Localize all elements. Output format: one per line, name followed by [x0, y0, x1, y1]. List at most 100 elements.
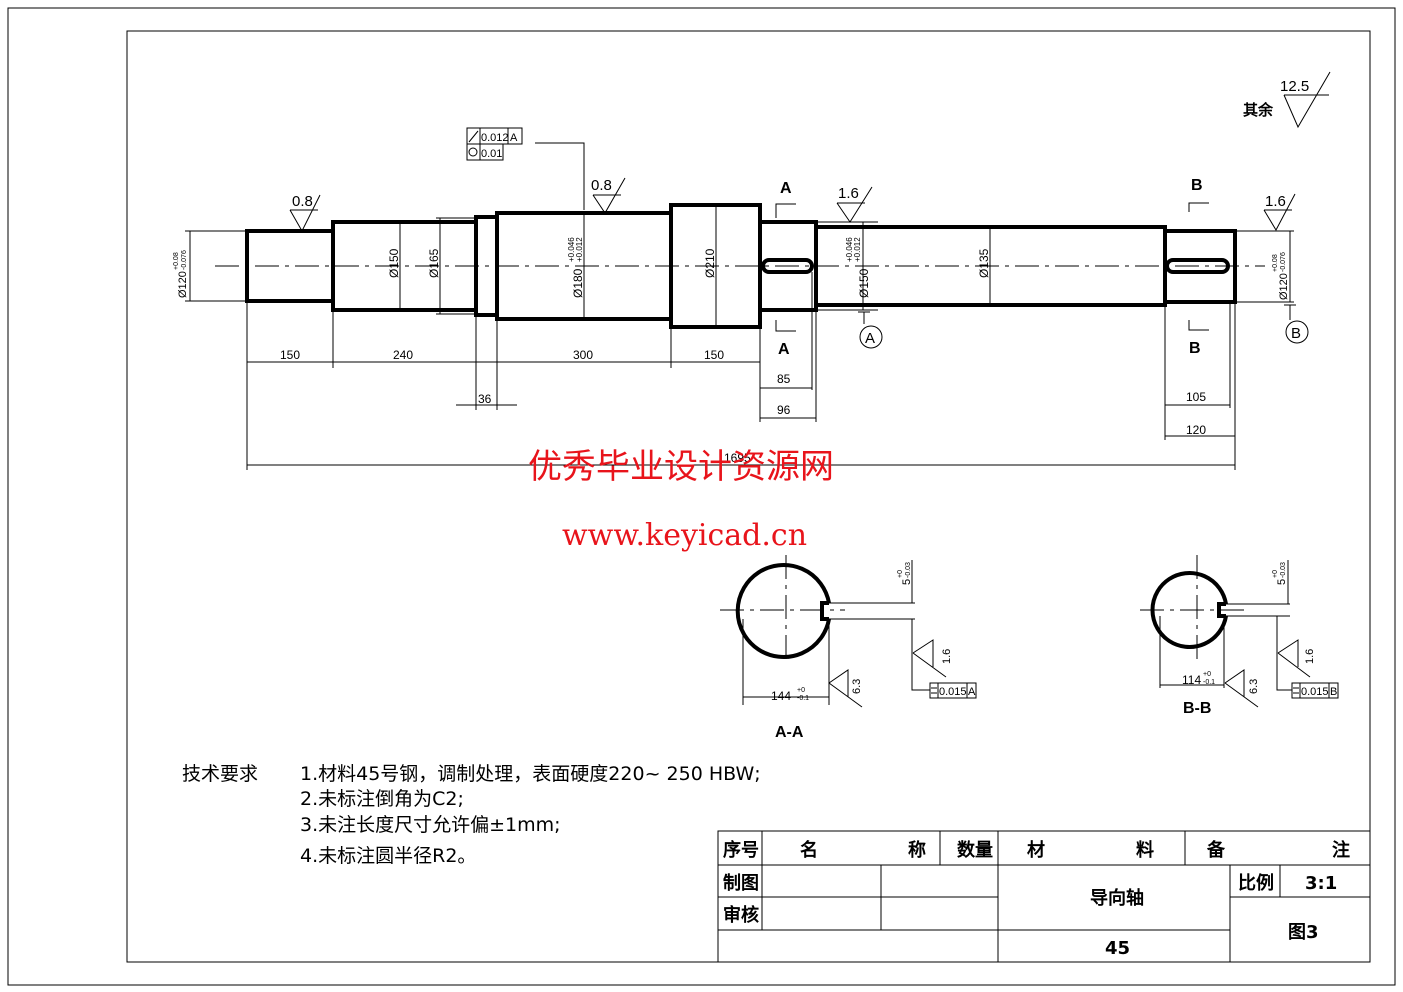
sym-datum-label: A: [968, 686, 976, 698]
requirement-item: 3.未注长度尺寸允许偏±1mm;: [300, 814, 561, 836]
mat-a-label: 材: [1027, 839, 1045, 861]
runout-datum: A: [510, 132, 518, 144]
l6-label: 85: [777, 372, 791, 386]
requirement-item: 1.材料45号钢，调制处理，表面硬度220~ 250 HBW;: [300, 763, 761, 785]
technical-requirements: 技术要求 1.材料45号钢，调制处理，表面硬度220~ 250 HBW; 2.未…: [182, 763, 761, 867]
keyway-b: [1165, 258, 1230, 274]
total-label: 1695: [724, 451, 751, 465]
ra-bottom-label: 6.3: [851, 679, 863, 694]
sym-label: 0.015: [939, 686, 967, 698]
d120-right-tol-up-label: +0.08: [1272, 254, 1279, 272]
b-label: B: [1291, 325, 1301, 342]
note-b-label: 注: [1332, 839, 1350, 861]
section-marks: A A B B A B: [775, 177, 1309, 358]
d180-label: Ø180: [571, 268, 585, 298]
section-bb-title: B-B: [1183, 700, 1211, 717]
section-aa-title: A-A: [775, 724, 804, 741]
key-tol-low-label: -0.03: [905, 562, 912, 578]
key-tol-up-label: +0: [1272, 570, 1279, 578]
diameter-dimensions: Ø120 +0.08 -0.076 Ø150 Ø165 Ø180 +0.046 …: [173, 205, 1294, 327]
cylindricity-value: 0.01: [481, 148, 502, 160]
l7-label: 96: [777, 403, 791, 417]
requirement-item: 2.未标注倒角为C2;: [300, 788, 464, 810]
key-label: 5: [1276, 579, 1288, 585]
scale: 3:1: [1305, 873, 1337, 894]
key-label: 5: [901, 579, 913, 585]
name-a-label: 名: [800, 839, 818, 861]
width-tol-low-label: -0.1: [797, 695, 809, 702]
r1-label: 0.8: [292, 193, 313, 210]
watermark-title: 优秀毕业设计资源网: [528, 447, 834, 487]
d120-left-tol-low-label: -0.076: [181, 250, 188, 270]
roughness-rest-value: 12.5: [1280, 78, 1309, 95]
width-label: 114: [1182, 673, 1201, 687]
d165-label: Ø165: [427, 248, 441, 278]
d210-label: Ø210: [703, 248, 717, 278]
drawn-label: 制图: [723, 873, 759, 894]
r4-label: 1.6: [1265, 193, 1286, 210]
roughness-rest: 其余 12.5: [1243, 71, 1331, 129]
qty-label: 数量: [957, 839, 993, 861]
seq-label: 序号: [723, 839, 759, 861]
key-tol-up-label: +0: [897, 570, 904, 578]
a-label: A: [865, 330, 875, 347]
r3-label: 1.6: [838, 185, 859, 202]
d120-right-label: Ø120: [1278, 273, 1290, 300]
part-name: 导向轴: [1090, 887, 1144, 909]
title-block: 序号 名 称 数量 材 料 备 注 制图 审核 导向轴 45 比例 3:1 图3: [717, 830, 1371, 963]
width-tol-low-label: -0.1: [1203, 679, 1215, 686]
d150b-tol-low-label: +0.012: [853, 237, 862, 262]
key-tol-low-label: -0.03: [1280, 562, 1287, 578]
d120-left-tol-up-label: +0.08: [173, 252, 180, 270]
roughness-rest-label: 其余: [1243, 101, 1274, 119]
l2-label: 240: [393, 348, 413, 362]
gdt-frame: 0.012 A 0.01: [466, 127, 585, 210]
requirements-heading: 技术要求: [182, 763, 258, 785]
drawing-number: 图3: [1288, 922, 1319, 943]
ra-bottom-label: 6.3: [1248, 679, 1260, 694]
d135-label: Ø135: [977, 248, 991, 278]
requirement-item: 4.未标注圆半径R2。: [300, 845, 476, 867]
r2-label: 0.8: [591, 177, 612, 194]
l9-label: 120: [1186, 423, 1206, 437]
scale-label-label: 比例: [1238, 872, 1274, 894]
mat-b-label: 料: [1136, 839, 1154, 861]
d180-tol-up-label: +0.046: [567, 237, 576, 262]
a-label: A: [778, 341, 790, 358]
d150b-tol-up-label: +0.046: [845, 237, 854, 262]
datum-a-symbol: [859, 325, 883, 349]
b-label: B: [1189, 340, 1201, 357]
a-label: A: [780, 180, 792, 197]
b-label: B: [1191, 177, 1203, 194]
ra-side-label: 1.6: [941, 649, 953, 664]
l3-label: 36: [478, 392, 492, 406]
material: 45: [1105, 938, 1130, 959]
checked-label: 审核: [723, 904, 759, 926]
roughness-symbols: 0.8 0.8 1.6 1.6: [289, 177, 1296, 233]
runout-value: 0.012: [481, 132, 509, 144]
d120-left-label: Ø120: [177, 271, 189, 298]
note-a-label: 备: [1206, 839, 1226, 861]
d120-right-tol-low-label: -0.076: [1280, 252, 1287, 272]
name-b-label: 称: [908, 839, 926, 861]
width-tol-up-label: +0: [1203, 671, 1211, 678]
sym-datum-label: B: [1330, 686, 1337, 698]
l8-label: 105: [1186, 390, 1206, 404]
datum-b-symbol: [1285, 320, 1309, 344]
l5-label: 150: [704, 348, 724, 362]
ra-side-label: 1.6: [1304, 649, 1316, 664]
d180-tol-low-label: +0.012: [575, 237, 584, 262]
l1-label: 150: [280, 348, 300, 362]
l4-label: 300: [573, 348, 593, 362]
watermark-url: www.keyicad.cn: [562, 518, 807, 553]
section-aa: 5 +0 -0.03 1.6 6.3 144 +0 -0.1 0.015 A A…: [720, 555, 977, 741]
width-tol-up-label: +0: [797, 687, 805, 694]
width-label: 144: [771, 689, 791, 703]
sym-label: 0.015: [1301, 686, 1329, 698]
keyway-a: [761, 258, 814, 274]
outer-border: [7, 7, 1396, 986]
length-dimensions: 150 240 36 300 150 85 96 105 120 1695: [246, 272, 1236, 470]
d150-label: Ø150: [387, 248, 401, 278]
section-bb: 5 +0 -0.03 1.6 6.3 114 +0 -0.1 0.015 B B…: [1140, 555, 1339, 717]
